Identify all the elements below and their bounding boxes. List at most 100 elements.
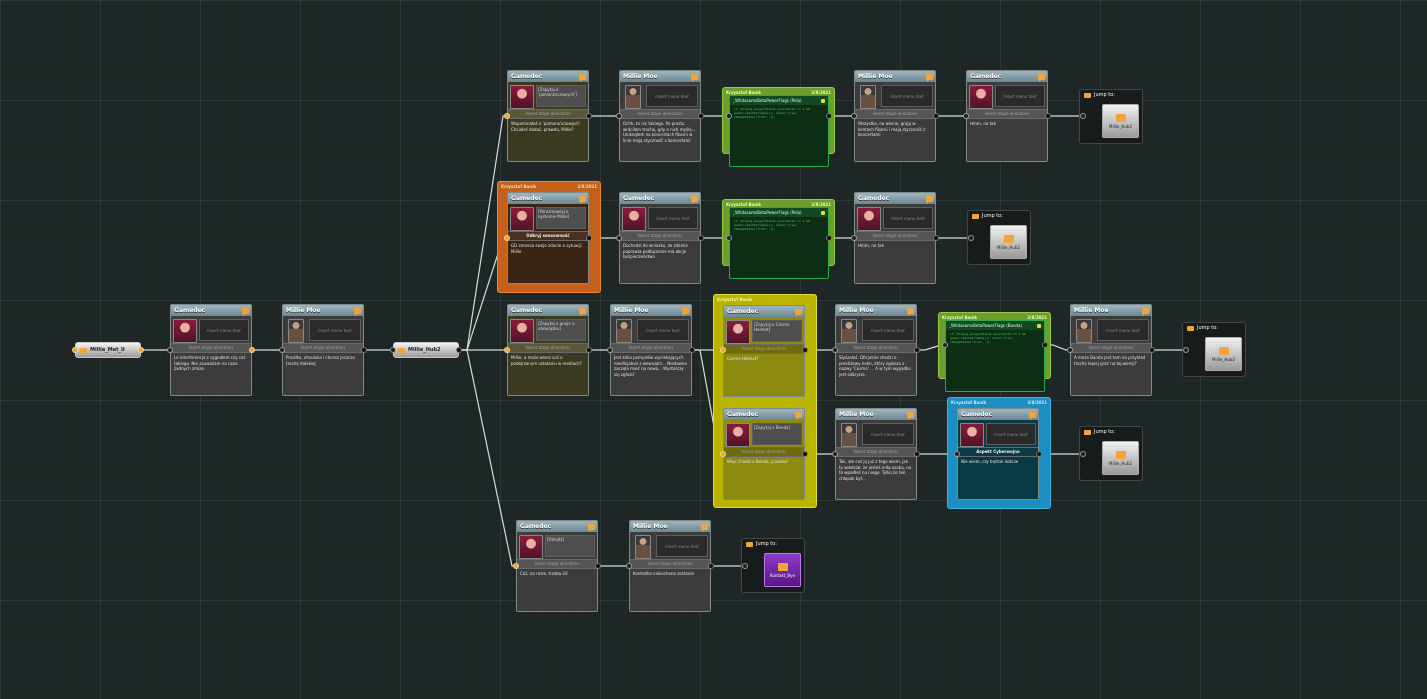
jump-target[interactable]: Kontakt_Bye [764, 553, 801, 587]
dialogue-node-8[interactable]: Gamedec Insert menu text Insert stage di… [619, 192, 701, 284]
output-pin[interactable] [504, 347, 510, 353]
menu-text-field[interactable]: Insert menu text [1097, 319, 1149, 341]
input-pin[interactable] [832, 347, 838, 353]
dialogue-text[interactable]: Więc chodzi o Benda, prawda? [724, 457, 804, 499]
output-pin[interactable] [1045, 113, 1051, 119]
instruction-node-1[interactable]: _WhitasamsBetaPowerFlags (Polo) if (dial… [729, 95, 829, 167]
output-pin[interactable] [708, 563, 714, 569]
input-pin[interactable] [1067, 347, 1073, 353]
dialogue-node-9[interactable]: Gamedec Insert menu text Insert stage di… [854, 192, 936, 284]
dialogue-node-18[interactable]: Gamedec [Odejdź] Insert stage directions… [516, 520, 598, 612]
output-pin[interactable] [1149, 347, 1155, 353]
input-pin[interactable] [1183, 347, 1189, 353]
stage-directions-field[interactable]: Aspekt Cyberwojna [958, 447, 1038, 457]
output-pin[interactable] [595, 563, 601, 569]
dialogue-node-17[interactable]: Gamedec Insert menu text Aspekt Cyberwoj… [957, 408, 1039, 500]
jump-node-1[interactable]: Jump to: Millie_Hub2 [1079, 89, 1143, 144]
stage-directions-field[interactable]: Insert stage directions [620, 109, 700, 119]
dialogue-node-6[interactable]: Gamedec Insert menu text Insert stage di… [966, 70, 1048, 162]
menu-text-field[interactable]: [Odejdź] [545, 535, 595, 557]
jump-target[interactable]: Millie_Hub2 [1102, 441, 1139, 475]
dialogue-text[interactable]: Wszystko, no wiecie, grają w kontach fik… [855, 119, 935, 161]
instruction-node-3[interactable]: _WhitasamsBetaPowerFlags (Banda) if (dia… [945, 320, 1045, 392]
menu-text-field[interactable]: Insert menu text [309, 319, 361, 341]
output-pin[interactable] [513, 563, 519, 569]
dialogue-node-12[interactable]: Gamedec [Zapytaj o Cosmo Helmet] Insert … [723, 305, 805, 397]
dialogue-node-3[interactable]: Gamedec [Zapytaj o 'pomarańczowych'] Ins… [507, 70, 589, 162]
instruction-script[interactable]: if (dialog.playerStates.sourceStat == 1 … [734, 107, 810, 119]
output-pin[interactable] [720, 451, 726, 457]
dialogue-node-10[interactable]: Gamedec [Zapytaj o gnoje o obowiązku] In… [507, 304, 589, 396]
output-pin[interactable] [933, 235, 939, 241]
menu-text-field[interactable]: Insert menu text [881, 85, 933, 107]
menu-text-field[interactable]: [Zapytaj o Cosmo Helmet] [752, 320, 802, 342]
stage-directions-field[interactable]: Insert stage directions [855, 231, 935, 241]
menu-text-field[interactable]: Insert menu text [986, 423, 1036, 445]
dialogue-text[interactable]: Kontrolka niekochana zostanie [630, 569, 710, 611]
output-pin[interactable] [802, 451, 808, 457]
dialogue-text[interactable]: Prosiłka, ahsuloka i chcesz jeszcze troc… [283, 353, 363, 395]
instruction-script[interactable]: if (dialog.playerStates.sourceStat == 1 … [950, 332, 1026, 344]
stage-directions-field[interactable]: Insert stage directions [836, 343, 916, 353]
menu-text-field[interactable]: Insert menu text [199, 319, 249, 341]
instruction-script[interactable]: if (dialog.playerStates.sourceStat == 1 … [734, 219, 810, 231]
input-pin[interactable] [851, 113, 857, 119]
stage-directions-field[interactable]: Insert stage directions [517, 559, 597, 569]
dialogue-node-1[interactable]: Gamedec Insert menu text Insert stage di… [170, 304, 252, 396]
input-pin[interactable] [279, 347, 285, 353]
input-pin[interactable] [742, 563, 748, 569]
output-pin[interactable] [586, 113, 592, 119]
input-pin[interactable] [968, 235, 974, 241]
dialogue-text[interactable]: Hmm, no tak [967, 119, 1047, 161]
hub-start[interactable]: Millie_Met_II [75, 342, 141, 358]
jump-node-3[interactable]: Jump to: Millie_Hub2 [1182, 322, 1246, 377]
jump-target[interactable]: Millie_Hub2 [1102, 104, 1139, 138]
menu-text-field[interactable]: Insert menu text [862, 319, 914, 341]
input-pin[interactable] [616, 235, 622, 241]
output-pin[interactable] [1042, 342, 1048, 348]
input-pin[interactable] [390, 347, 396, 353]
dialogue-node-19[interactable]: Millie Moe Insert menu text Insert stage… [629, 520, 711, 612]
dialogue-text[interactable]: Dochodzi do wniosku, że zdalnie poprawia… [620, 241, 700, 283]
output-pin[interactable] [504, 113, 510, 119]
dialogue-node-15[interactable]: Gamedec [Zapytaj o Benda] Insert stage d… [723, 408, 805, 500]
menu-text-field[interactable]: Insert menu text [648, 207, 698, 229]
dialogue-text[interactable]: Millie, a może wiesz coś o podejrzanym u… [508, 353, 588, 395]
output-pin[interactable] [914, 347, 920, 353]
dialogue-text[interactable]: Cóż, na razie, trzeba iść [517, 569, 597, 611]
stage-directions-field[interactable]: Insert stage directions [508, 343, 588, 353]
dialogue-text[interactable]: Nie wiem, czy będzie dobrze [958, 457, 1038, 499]
dialogue-node-16[interactable]: Millie Moe Insert menu text Insert stage… [835, 408, 917, 500]
stage-directions-field[interactable]: Odkryj sensowność [508, 231, 588, 241]
stage-directions-field[interactable]: Insert stage directions [724, 344, 804, 354]
output-pin[interactable] [802, 347, 808, 353]
dialogue-node-5[interactable]: Millie Moe Insert menu text Insert stage… [854, 70, 936, 162]
input-pin[interactable] [851, 235, 857, 241]
menu-text-field[interactable]: Insert menu text [883, 207, 933, 229]
dialogue-node-2[interactable]: Millie Moe Insert menu text Insert stage… [282, 304, 364, 396]
menu-text-field[interactable]: [Zapytaj o 'pomarańczowych'] [536, 85, 586, 107]
output-pin[interactable] [698, 235, 704, 241]
output-pin[interactable] [914, 451, 920, 457]
input-pin[interactable] [963, 113, 969, 119]
stage-directions-field[interactable]: Insert stage directions [620, 231, 700, 241]
menu-text-field[interactable]: [Zapytaj o Benda] [752, 423, 802, 445]
dialogue-text[interactable]: Hmm, no tak [855, 241, 935, 283]
jump-node-5[interactable]: Jump to: Kontakt_Bye [741, 538, 805, 593]
dialogue-node-7[interactable]: Gamedec [Porozmawiaj o systemie Millie] … [507, 192, 589, 284]
output-pin[interactable] [698, 113, 704, 119]
dialogue-text[interactable]: Tak, ale coś ją już z tego wiem, jak ty … [836, 457, 916, 499]
output-pin[interactable] [586, 347, 592, 353]
menu-text-field[interactable]: Insert menu text [637, 319, 689, 341]
jump-node-4[interactable]: Jump to: Millie_Hub2 [1079, 426, 1143, 481]
input-pin[interactable] [726, 113, 732, 119]
dialogue-node-11[interactable]: Millie Moe Insert menu text Insert stage… [610, 304, 692, 396]
output-pin[interactable] [249, 347, 255, 353]
output-pin[interactable] [72, 347, 78, 353]
menu-text-field[interactable]: Insert menu text [995, 85, 1045, 107]
instruction-node-2[interactable]: _WhitasamsBetaPowerFlags (Polo) if (dial… [729, 207, 829, 279]
jump-target[interactable]: Millie_Hub2 [990, 225, 1027, 259]
output-pin[interactable] [720, 347, 726, 353]
input-pin[interactable] [942, 342, 948, 348]
jump-node-2[interactable]: Jump to: Millie_Hub2 [967, 210, 1031, 265]
